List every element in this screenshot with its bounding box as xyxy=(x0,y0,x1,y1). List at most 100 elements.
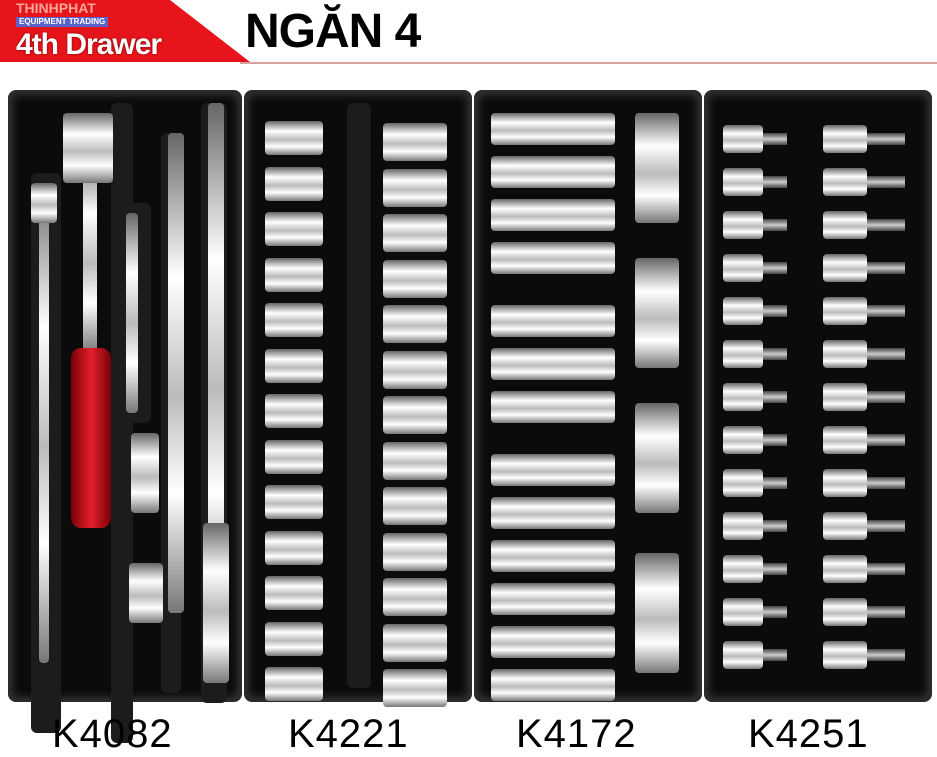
deep-socket-large xyxy=(635,403,679,513)
tray-label: K4221 xyxy=(288,712,409,756)
socket xyxy=(265,530,323,565)
ratchet-head xyxy=(63,113,113,183)
bit-tip xyxy=(867,606,905,618)
deep-socket xyxy=(491,305,615,337)
tray-k4082 xyxy=(8,90,242,743)
bit-tip xyxy=(763,219,787,231)
socket xyxy=(383,487,447,525)
bit-socket xyxy=(723,297,763,325)
socket xyxy=(383,669,447,707)
tray-k4251 xyxy=(704,90,932,702)
socket xyxy=(383,623,447,662)
socket xyxy=(383,259,447,298)
bit-tip xyxy=(763,606,787,618)
socket xyxy=(383,350,447,389)
bit-tip xyxy=(763,563,787,575)
socket xyxy=(265,348,323,383)
bit-socket xyxy=(723,426,763,454)
bit-socket xyxy=(723,340,763,368)
bit-socket xyxy=(823,125,867,153)
banner-text: 4th Drawer xyxy=(16,28,162,61)
bit-tip xyxy=(763,391,787,403)
deep-socket xyxy=(491,626,615,658)
bit-tip xyxy=(763,520,787,532)
bit-socket xyxy=(723,598,763,626)
watermark-logo: THINHPHAT xyxy=(16,0,96,16)
bit-tip xyxy=(763,477,787,489)
socket xyxy=(383,168,447,207)
socket xyxy=(265,121,323,155)
bit-socket xyxy=(723,512,763,540)
socket xyxy=(265,485,323,519)
tray-label: K4082 xyxy=(52,712,173,756)
deep-socket xyxy=(491,669,615,701)
socket xyxy=(265,439,323,474)
deep-socket-large xyxy=(635,113,679,223)
adapter xyxy=(31,183,57,223)
knurled-grip xyxy=(203,523,229,683)
bit-tip xyxy=(867,391,905,403)
bit-socket xyxy=(823,426,867,454)
bit-tip xyxy=(763,348,787,360)
socket xyxy=(383,214,447,252)
bit-tip xyxy=(867,133,905,145)
bit-tip xyxy=(763,176,787,188)
tray-k4172 xyxy=(474,90,702,702)
extension-bar xyxy=(39,183,49,663)
deep-socket-large xyxy=(635,258,679,368)
bit-socket xyxy=(823,641,867,669)
bit-socket xyxy=(823,168,867,196)
watermark-subtitle: EQUIPMENT TRADING xyxy=(16,17,109,27)
ratchet-handle xyxy=(71,348,111,528)
bit-tip xyxy=(867,649,905,661)
bit-socket xyxy=(823,469,867,497)
bit-socket xyxy=(723,383,763,411)
socket xyxy=(265,166,323,201)
bit-socket xyxy=(723,641,763,669)
bit-socket xyxy=(823,555,867,583)
bit-tip xyxy=(867,348,905,360)
deep-socket xyxy=(491,583,615,615)
deep-socket-large xyxy=(635,553,679,673)
bit-tip xyxy=(763,133,787,145)
universal-joint xyxy=(129,563,163,623)
sliding-tbar xyxy=(168,133,184,613)
socket xyxy=(383,396,447,434)
tray-divider xyxy=(347,103,371,688)
extension-bar xyxy=(208,103,224,623)
bit-socket xyxy=(823,512,867,540)
bit-socket xyxy=(723,555,763,583)
bit-socket xyxy=(723,469,763,497)
bit-tip xyxy=(763,305,787,317)
deep-socket xyxy=(491,454,615,486)
bit-tip xyxy=(763,434,787,446)
extension-bar xyxy=(126,213,138,413)
socket xyxy=(383,441,447,480)
socket xyxy=(265,212,323,246)
socket xyxy=(265,667,323,701)
divider xyxy=(240,62,937,64)
bit-socket xyxy=(823,211,867,239)
bit-tip xyxy=(867,477,905,489)
tool-slot xyxy=(111,103,133,743)
tray-label: K4172 xyxy=(516,712,637,756)
socket xyxy=(383,578,447,616)
bit-socket xyxy=(823,254,867,282)
bit-tip xyxy=(867,305,905,317)
ratchet-shaft xyxy=(83,153,97,353)
bit-socket xyxy=(723,125,763,153)
adapter xyxy=(131,433,159,513)
bit-socket xyxy=(823,598,867,626)
deep-socket xyxy=(491,391,615,423)
bit-tip xyxy=(867,520,905,532)
bit-tip xyxy=(867,563,905,575)
tray-label: K4251 xyxy=(748,712,869,756)
bit-tip xyxy=(867,262,905,274)
deep-socket xyxy=(491,348,615,380)
page-title: NGĂN 4 xyxy=(245,5,421,58)
bit-socket xyxy=(723,254,763,282)
socket xyxy=(265,303,323,337)
bit-socket xyxy=(823,383,867,411)
bit-tip xyxy=(867,434,905,446)
socket xyxy=(265,394,323,428)
